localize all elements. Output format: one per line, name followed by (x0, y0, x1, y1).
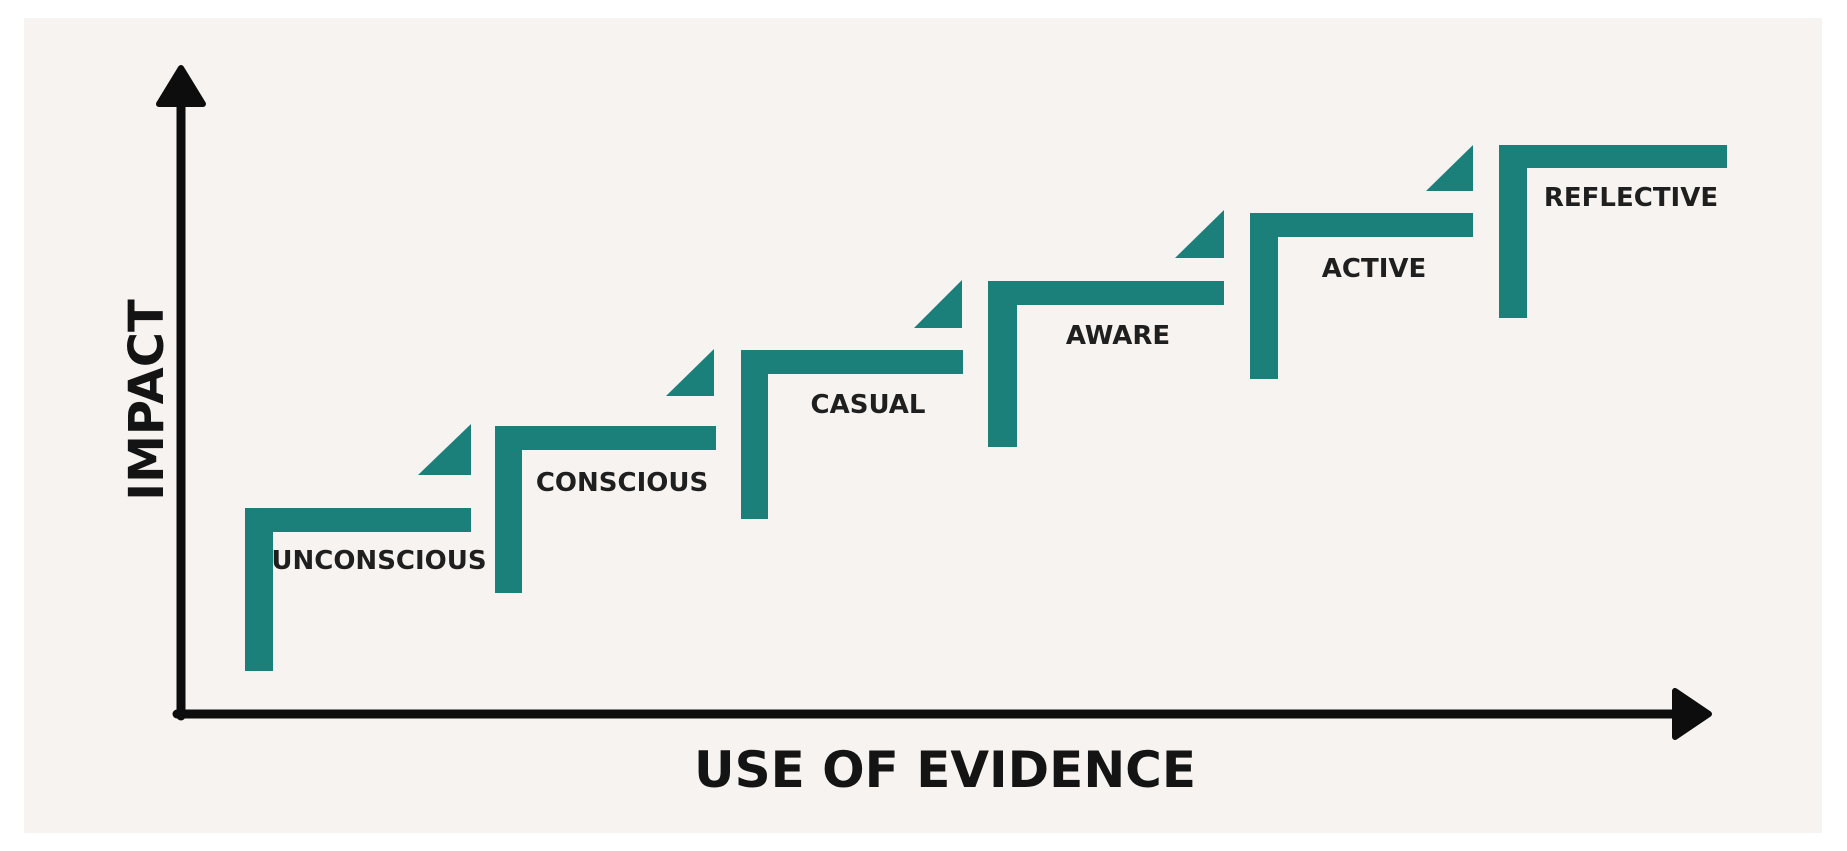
step-casual: CASUAL (741, 350, 963, 519)
axes (156, 65, 1712, 740)
step-connector-arrow (1426, 145, 1473, 191)
step-unconscious: UNCONSCIOUS (245, 508, 487, 671)
step-bracket (741, 350, 963, 519)
step-label: AWARE (1066, 321, 1170, 351)
y-axis-arrow-icon (156, 65, 206, 107)
step-conscious: CONSCIOUS (495, 426, 716, 593)
step-bracket (1499, 145, 1727, 318)
step-connector-arrow (666, 349, 714, 396)
y-axis-title: IMPACT (119, 299, 175, 501)
x-axis-arrow-icon (1672, 688, 1712, 740)
step-label: CASUAL (811, 390, 926, 420)
step-label: ACTIVE (1322, 254, 1427, 284)
step-bracket (245, 508, 471, 671)
step-aware: AWARE (988, 281, 1224, 447)
step-connector-arrow (1175, 210, 1224, 258)
steps: UNCONSCIOUS CONSCIOUS CASUAL AWARE ACTIV… (245, 145, 1727, 671)
step-connector-arrow (914, 280, 962, 328)
step-label: UNCONSCIOUS (271, 546, 486, 576)
step-bracket (988, 281, 1224, 447)
step-label: REFLECTIVE (1544, 183, 1718, 213)
step-label: CONSCIOUS (536, 468, 708, 498)
step-connector-arrow (418, 424, 471, 475)
x-axis-title: USE OF EVIDENCE (694, 741, 1196, 799)
step-bracket (1250, 213, 1473, 379)
step-active: ACTIVE (1250, 213, 1473, 379)
step-bracket (495, 426, 716, 593)
step-reflective: REFLECTIVE (1499, 145, 1727, 318)
